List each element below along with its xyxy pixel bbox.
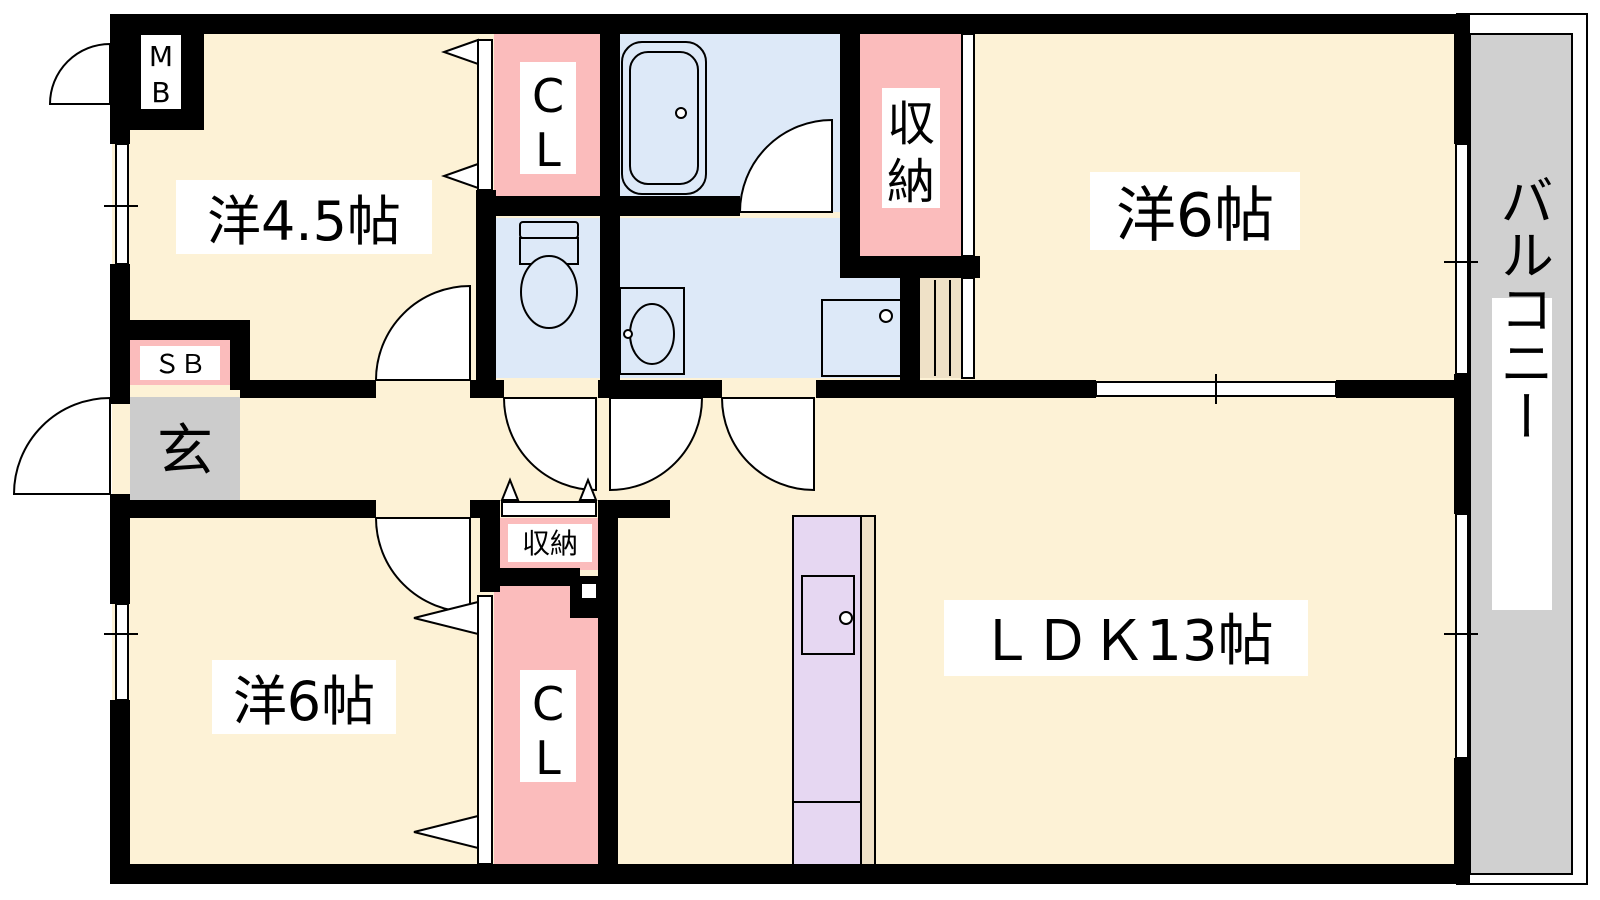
label-bg-western-4-5 bbox=[176, 180, 432, 254]
storage-label-tall-1: 収 bbox=[887, 96, 935, 152]
wall-left-mid2 bbox=[110, 494, 130, 604]
room-label-western-4-5: 洋4.5帖 bbox=[207, 190, 401, 253]
room-label-entrance: 玄 bbox=[157, 419, 213, 484]
storage-label-small: 収納 bbox=[522, 527, 578, 560]
label-bg-storage-small bbox=[508, 524, 592, 562]
window-left-bottom bbox=[115, 603, 129, 701]
mb-cabinet bbox=[139, 33, 183, 111]
label-bg-western-6-top bbox=[1090, 172, 1300, 250]
bathtub-drain bbox=[675, 107, 687, 119]
bathtub bbox=[621, 41, 707, 195]
wall-bath-bottom bbox=[600, 196, 740, 216]
entrance-floor bbox=[130, 397, 240, 501]
washbasin-bowl bbox=[629, 303, 675, 365]
bathtub-inner bbox=[629, 51, 699, 185]
door-mb bbox=[48, 42, 111, 105]
room-label-western-6-top: 洋6帖 bbox=[1116, 181, 1274, 251]
washing-machine-drain bbox=[879, 309, 893, 323]
label-bg-sb bbox=[140, 346, 220, 380]
kitchen bbox=[792, 515, 876, 867]
room-label-western-6-bottom: 洋6帖 bbox=[233, 670, 375, 733]
storage-label-mb-1: M bbox=[149, 40, 173, 73]
wall-wash-right bbox=[900, 256, 920, 398]
wall-closet-bottom-right bbox=[598, 500, 618, 884]
wall-bottom bbox=[110, 864, 1470, 884]
wall-closet-top-bottom bbox=[476, 196, 606, 216]
storage-label-sb: ＳＢ bbox=[154, 350, 206, 380]
label-bg-balcony bbox=[1492, 298, 1552, 610]
toilet-tank bbox=[519, 221, 579, 239]
wall-right-bottom bbox=[1454, 758, 1470, 884]
door-entrance bbox=[12, 396, 111, 495]
wall-sb-right bbox=[230, 320, 250, 390]
fold-storage-small-2 bbox=[578, 477, 598, 501]
storage-label-cl-bottom-1: C bbox=[532, 677, 564, 731]
wall-top bbox=[110, 14, 1470, 34]
wall-ldk-top bbox=[816, 380, 1096, 398]
storage-label-cl-top-2: L bbox=[535, 123, 561, 177]
wall-corridor-top-3 bbox=[598, 380, 722, 398]
label-bg-ldk bbox=[944, 600, 1308, 676]
storage-small-door bbox=[501, 501, 597, 517]
wall-bath-right bbox=[840, 14, 860, 276]
sliding-door-storage bbox=[961, 33, 975, 257]
room-label-ldk: ＬＤＫ13帖 bbox=[978, 609, 1273, 674]
wall-right-mid bbox=[1454, 374, 1470, 514]
folding-door-closet-top bbox=[477, 39, 493, 191]
window-right-top bbox=[1455, 143, 1469, 375]
wall-right-top bbox=[1454, 14, 1470, 144]
fold-closet-bottom-1 bbox=[413, 600, 479, 636]
doors bbox=[12, 38, 833, 850]
storage-label-tall-2: 納 bbox=[887, 154, 935, 210]
wall-corridor-top bbox=[240, 380, 376, 398]
label-bg-western-6-bottom bbox=[212, 660, 396, 734]
door-ldk bbox=[720, 397, 815, 492]
storage-label-cl-bottom-2: L bbox=[535, 731, 561, 785]
fold-closet-top-1 bbox=[440, 38, 479, 66]
labels: 洋4.5帖 洋6帖 洋6帖 ＬＤＫ13帖 玄 バルコニー M B ＳＢ C L … bbox=[140, 40, 1554, 785]
fold-closet-bottom-2 bbox=[413, 814, 479, 850]
wall-storage-small-bottom bbox=[480, 568, 580, 586]
wall-ldk-top-2 bbox=[1336, 380, 1470, 398]
wall-sb bbox=[110, 320, 250, 340]
label-bg-cl-top bbox=[520, 62, 576, 174]
fixtures bbox=[519, 41, 951, 377]
window-right-bottom bbox=[1455, 513, 1469, 759]
folding-door-closet-bottom bbox=[477, 595, 493, 865]
door-bath bbox=[738, 118, 833, 213]
door-washroom bbox=[609, 397, 704, 492]
toilet-bowl bbox=[520, 255, 578, 329]
closet-notch-inner bbox=[582, 584, 596, 598]
fold-closet-top-2 bbox=[440, 162, 479, 190]
window-left-top bbox=[115, 143, 129, 265]
storage-label-mb-2: B bbox=[151, 76, 170, 109]
windows bbox=[104, 33, 1478, 865]
label-bg-cl-bottom bbox=[520, 670, 576, 782]
washbasin-tap bbox=[623, 329, 633, 339]
storage-label-cl-top-1: C bbox=[532, 69, 564, 123]
shelf-floor bbox=[920, 278, 965, 378]
wall-corridor-bottom bbox=[110, 500, 376, 518]
kitchen-counter bbox=[792, 515, 862, 867]
sliding-door-shelf bbox=[961, 277, 975, 379]
kitchen-faucet bbox=[839, 611, 853, 625]
wall-left-bottom bbox=[110, 700, 130, 884]
walls bbox=[110, 14, 1470, 884]
wall-closet-top-left bbox=[476, 190, 496, 398]
label-bg-storage-tall bbox=[882, 88, 940, 208]
fold-storage-small-1 bbox=[500, 477, 520, 501]
room-label-balcony: バルコニー bbox=[1491, 173, 1554, 443]
door-room-4-5 bbox=[374, 284, 471, 381]
